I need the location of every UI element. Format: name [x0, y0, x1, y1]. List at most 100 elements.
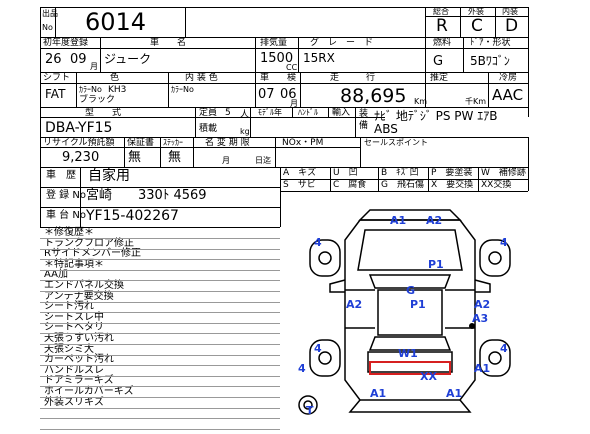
import-label: 輸入 — [332, 108, 351, 118]
thousand-km-unit: 千Km — [465, 97, 487, 106]
color-name: ブラック — [79, 95, 116, 105]
cc-unit: CC — [286, 63, 298, 72]
damage-mark-hood-g: G — [406, 284, 415, 297]
capacity-value: 5 — [225, 108, 231, 118]
damage-mark-rear-a1-right: A1 — [474, 362, 490, 375]
equipment-label-1: 装 — [359, 109, 369, 119]
car-name-label: 車 名 — [150, 38, 187, 48]
note-rule — [40, 418, 280, 420]
damage-mark-tail-w1: W1 — [398, 347, 418, 360]
fuel: G — [433, 54, 444, 69]
exterior-grade: C — [471, 16, 483, 36]
name-change-month: 月 — [222, 156, 230, 165]
damage-mark-wheel-rr: 4 — [500, 342, 508, 355]
equipment-line1: ﾅﾋﾞ 地ﾃﾞｼﾞ PS PW ｴｱB — [374, 109, 498, 123]
overall-label: 総合 — [433, 7, 449, 16]
door-label: ﾄﾞｱ・形状 — [470, 38, 511, 48]
note-rule — [40, 259, 280, 261]
inspection-year: 07 — [258, 87, 275, 102]
lot-label: 出品 — [42, 9, 58, 18]
damage-mark-roof-p1: P1 — [410, 298, 426, 311]
nox-label: NOx・PM — [282, 138, 324, 148]
exterior-label: 外装 — [468, 7, 484, 16]
legend-b: B ｷｽﾞ凹 — [381, 168, 419, 178]
equipment-line2: ABS — [374, 122, 398, 136]
model-year-label: ﾓﾃﾞﾙ年 — [258, 108, 282, 117]
mileage-label: 走 行 — [330, 73, 376, 83]
ac-label: 冷房 — [499, 73, 518, 83]
legend-w: W 補修跡 — [481, 168, 526, 178]
note-line: ハンドルスレ — [44, 364, 104, 376]
note-rule — [40, 301, 280, 303]
note-line: ＊修復歴＊ — [44, 227, 94, 238]
note-rule — [40, 248, 280, 250]
damage-mark-bottom-a1-left: A1 — [370, 387, 386, 400]
estimate-label: 推定 — [430, 73, 449, 83]
legend-x: X 要交換 — [431, 180, 474, 190]
sticker-value: 無 — [168, 150, 182, 165]
note-rule — [40, 291, 280, 292]
note-line: ホイールカバーキズ — [44, 386, 134, 397]
note-rule — [40, 397, 280, 398]
model-value: DBA-YF15 — [45, 120, 113, 136]
color-no-label: ｶﾗｰNo — [79, 85, 102, 94]
sales-point-label: セールスポイント — [364, 138, 428, 147]
damage-mark-wheel-rl: 4 — [314, 342, 322, 355]
model-label: 型 式 — [85, 108, 122, 118]
history-value: 自家用 — [88, 168, 130, 184]
legend-xx: XX交換 — [481, 180, 512, 190]
note-line: 天張シミ大 — [44, 343, 94, 355]
note-line: 外装スリキズ — [44, 396, 104, 408]
note-rule — [40, 269, 280, 271]
note-rule — [40, 386, 280, 388]
first-reg-month: 09 — [70, 52, 87, 67]
note-rule — [40, 333, 280, 335]
inspection-month: 06 — [280, 87, 297, 102]
note-rule — [40, 312, 280, 314]
chassis-no: YF15-402267 — [86, 208, 179, 224]
lot-number: 6014 — [85, 8, 147, 36]
note-line: シート汚れ — [44, 301, 94, 313]
km-unit: Km — [414, 97, 428, 106]
first-reg-year: 26 — [45, 52, 62, 67]
interior-color-label: 内 装 色 — [185, 73, 218, 83]
chassis-label: 車 台 No — [46, 210, 86, 221]
interior-label: 内装 — [502, 7, 518, 16]
damage-mark-wheel-fl: 4 — [314, 236, 322, 249]
note-line: シートスレ中 — [44, 311, 104, 323]
legend-p: P 要塗装 — [431, 168, 473, 178]
load-unit: kg — [240, 127, 250, 136]
note-line: トランクフロア修正 — [44, 237, 134, 249]
color-label: 色 — [110, 73, 120, 83]
note-rule — [40, 354, 280, 356]
sticker-label: ｽﾃｯｶｰ — [163, 138, 183, 147]
note-line: ＊特記事項＊ — [44, 258, 104, 270]
grade: 15RX — [303, 51, 335, 65]
note-line: AA加 — [44, 269, 68, 281]
note-rule — [40, 428, 280, 430]
reg-no: 宮崎 330ﾄ 4569 — [86, 188, 207, 203]
damage-mark-right-a3: A3 — [472, 312, 488, 325]
displacement-label: 排気量 — [260, 38, 288, 48]
load-label: 積載 — [199, 124, 218, 134]
capacity-unit: 人 — [240, 110, 250, 120]
damage-mark-left-a2: A2 — [346, 298, 362, 311]
interior-grade: D — [505, 16, 519, 36]
damage-mark-bottom-t: T — [306, 404, 314, 417]
note-rule — [40, 322, 280, 324]
inspection-label: 車 検 — [260, 73, 297, 83]
history-label: 車 歴 — [46, 170, 76, 181]
reg-no-label: 登 録 No — [46, 190, 86, 201]
inspection-month-unit: 月 — [290, 99, 298, 108]
recycle-label: リサイクル預託額 — [43, 138, 115, 148]
legend-s: S サビ — [283, 180, 316, 190]
warranty-label: 保証書 — [127, 138, 155, 148]
note-line: シートヘタリ — [44, 322, 104, 334]
equipment-label-2: 備 — [359, 121, 369, 131]
note-rule — [40, 280, 280, 282]
damage-mark-roof-a1-left: A1 — [390, 214, 406, 227]
ac-value: AAC — [492, 86, 524, 104]
damage-mark-tail-xx: XX — [420, 370, 437, 383]
color-no: KH3 — [108, 85, 127, 95]
